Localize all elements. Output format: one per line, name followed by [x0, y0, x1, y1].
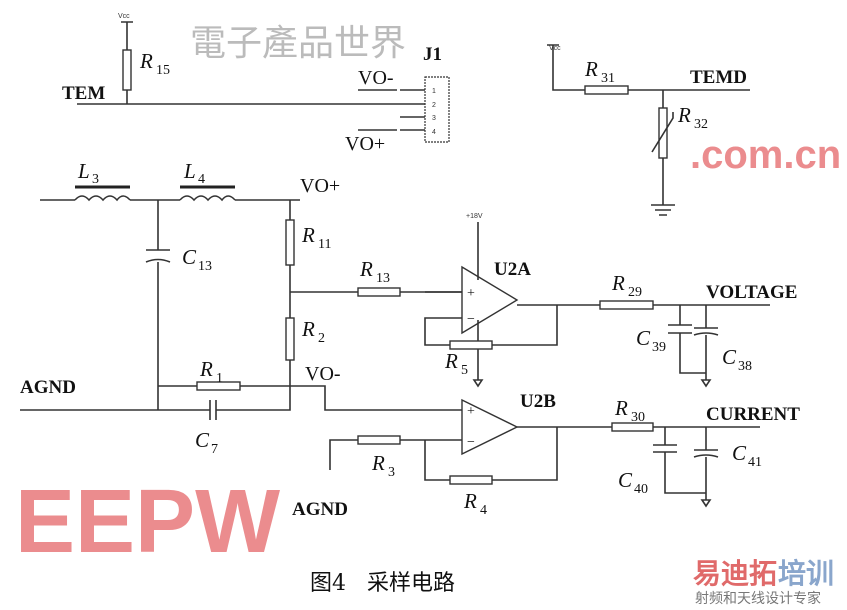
- diagram-components-r11-1-label: 11: [318, 237, 331, 252]
- svg-text:+: +: [467, 404, 475, 419]
- j1-connector: J1 1 2 3 4 VO- VO+: [345, 44, 450, 155]
- diagram-components-r29-0-label: R: [611, 271, 625, 295]
- diagram-components-r1-0-label: R: [199, 357, 213, 381]
- diagram-components-c39-0-label: C: [636, 326, 651, 350]
- diagram-components-r13-1-label: 13: [376, 271, 390, 286]
- diagram-connector-pins-0-label: 1: [432, 88, 436, 95]
- diagram-components-c38-1-label: 38: [738, 359, 752, 374]
- svg-text:−: −: [467, 312, 475, 327]
- diagram-logo-name_blue-label: 培训: [778, 557, 834, 590]
- diagram-connector-pins-3-label: 4: [432, 129, 436, 136]
- diagram-connector-pins-1-label: 2: [432, 102, 436, 109]
- diagram-components-r5-1-label: 5: [461, 363, 468, 378]
- r31-resistor: [584, 85, 629, 95]
- diagram-components-r31-0-label: R: [584, 57, 598, 81]
- diagram-components-r5-0-label: R: [444, 349, 458, 373]
- training-logo: 易迪拓 培训 射频和天线设计专家: [693, 557, 834, 607]
- diagram-components-r15-1-label: 15: [156, 63, 170, 78]
- svg-text:−: −: [467, 435, 475, 450]
- r15-resistor: [122, 49, 132, 91]
- watermark-main: EEPW: [15, 472, 280, 572]
- eepw-watermark: EEPW .com.cn 電子產品世界: [15, 23, 841, 572]
- diagram-components-r15-0-label: R: [139, 49, 153, 73]
- diagram-nets-agnd-label: AGND: [292, 499, 348, 520]
- diagram-components-r11-0-label: R: [301, 223, 315, 247]
- diagram-components-c13-0-label: C: [182, 245, 197, 269]
- diagram-components-r29-1-label: 29: [628, 285, 642, 300]
- diagram-components-c7-1-label: 7: [211, 442, 218, 457]
- diagram-nets-current-label: CURRENT: [706, 404, 800, 425]
- diagram-components-l4-1-label: 4: [198, 172, 205, 187]
- diagram-components-c40-0-label: C: [618, 468, 633, 492]
- diagram-components-r30-0-label: R: [614, 396, 628, 420]
- diagram-nets-supply-label: +18V: [466, 213, 483, 220]
- diagram-nets-vo_plus-label: VO+: [300, 175, 340, 197]
- watermark-domain: .com.cn: [690, 133, 841, 177]
- diagram-nets-agnd-label: AGND: [20, 377, 76, 398]
- diagram-components-r1-1-label: 1: [216, 371, 223, 386]
- diagram-components-r2-1-label: 2: [318, 331, 325, 346]
- tem-label: TEM: [62, 83, 105, 104]
- diagram-connector-pin_labels-0-label: VO-: [358, 67, 394, 89]
- diagram-connector-pins-2-label: 3: [432, 115, 436, 122]
- diagram-components-r3-1-label: 3: [388, 465, 395, 480]
- diagram-nets-vo_minus-label: VO-: [305, 363, 341, 385]
- diagram-components-c38-0-label: C: [722, 345, 737, 369]
- u2a-opamp: [461, 265, 519, 335]
- diagram-opamps-u2b-label: U2B: [520, 391, 556, 412]
- diagram-nets-temd-label: TEMD: [690, 67, 747, 88]
- diagram-connector-label-label: J1: [423, 44, 442, 65]
- diagram-components-l3-0-label: L: [77, 159, 90, 183]
- diagram-components-r4-1-label: 4: [480, 503, 487, 518]
- diagram-components-r31-1-label: 31: [601, 71, 615, 86]
- diagram-components-l3-1-label: 3: [92, 172, 99, 187]
- diagram-components-r2-0-label: R: [301, 317, 315, 341]
- svg-text:+: +: [467, 286, 475, 301]
- diagram-nets-voltage-label: VOLTAGE: [706, 282, 797, 303]
- u2b-opamp: [461, 398, 519, 456]
- diagram-components-c41-1-label: 41: [748, 455, 762, 470]
- diagram-components-r30-1-label: 30: [631, 410, 645, 425]
- diagram-opamps-u2a-label: U2A: [494, 259, 531, 280]
- diagram-components-c39-1-label: 39: [652, 340, 666, 355]
- figure-caption: 图4 采样电路: [310, 571, 455, 596]
- diagram-components-c13-1-label: 13: [198, 259, 212, 274]
- diagram-components-c7-0-label: C: [195, 428, 210, 452]
- diagram-components-r13-0-label: R: [359, 257, 373, 281]
- diagram-components-r4-0-label: R: [463, 489, 477, 513]
- diagram-logo-tagline-label: 射频和天线设计专家: [695, 590, 821, 607]
- diagram-connector-pin_labels-1-label: VO+: [345, 133, 385, 155]
- diagram-components-r3-0-label: R: [371, 451, 385, 475]
- diagram-components-l4-0-label: L: [183, 159, 196, 183]
- diagram-logo-name_red-label: 易迪拓: [693, 557, 777, 590]
- diagram-nets-vcc-label: Vcc: [549, 45, 561, 52]
- diagram-nets-vcc-label: Vcc: [118, 13, 130, 20]
- diagram-components-c40-1-label: 40: [634, 482, 648, 497]
- watermark-chinese: 電子產品世界: [190, 23, 406, 64]
- diagram-components-c41-0-label: C: [732, 441, 747, 465]
- diagram-components-r32-0-label: R: [677, 103, 691, 127]
- diagram-components-r32-1-label: 32: [694, 117, 708, 132]
